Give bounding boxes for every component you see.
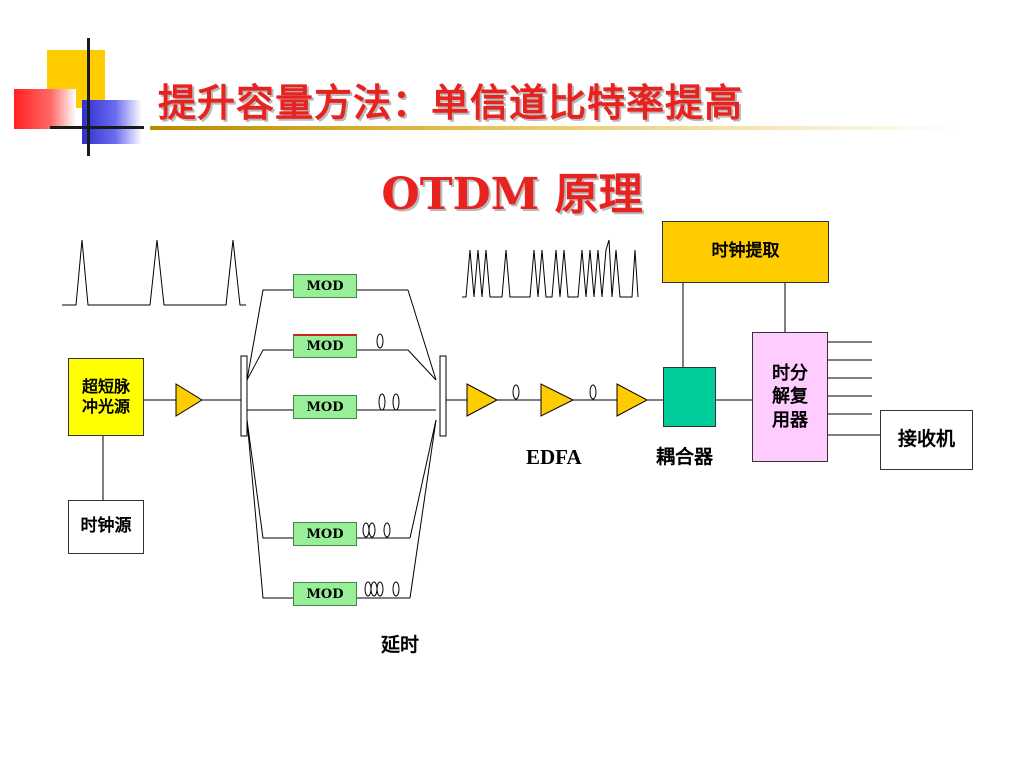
slide-subtitle: OTDM 原理 [381,169,643,220]
modulator-3: MOD [293,395,357,419]
amplifier-label: EDFA [526,445,582,469]
pulse-source-box: 超短脉 冲光源 [68,358,144,436]
input-pulse-waveform [62,239,246,306]
slide-title: 提升容量方法：单信道比特率提高 [158,80,744,125]
clock-source-box: 时钟源 [68,500,144,554]
clock-extraction-box: 时钟提取 [662,221,829,283]
splitter-bar [240,355,248,437]
fiber-coil-2 [589,384,597,400]
pulse-source-label: 超短脉 冲光源 [81,377,130,416]
delay-coil-3 [378,393,400,411]
amplifier-triangle-4 [616,383,649,417]
modulator-5: MOD [293,582,357,606]
modulator-1: MOD [293,274,357,298]
decor-horizontal-line [50,126,144,129]
title-underline [150,126,960,130]
decor-blue-bar [82,100,142,144]
multiplexed-pulse-waveform [462,239,639,298]
clock-extraction-label: 时钟提取 [711,241,780,262]
modulator-4: MOD [293,522,357,546]
clock-source-label: 时钟源 [80,516,132,537]
delay-label: 延时 [381,634,420,656]
amplifier-triangle-3 [540,383,575,417]
amplifier-triangle-1 [175,383,203,417]
fiber-coil-1 [512,384,520,400]
delay-coil-2 [376,333,384,349]
decor-vertical-line [87,38,90,156]
demux-label: 时分 解复 用器 [772,362,808,431]
coupler-label: 耦合器 [656,446,714,468]
receiver-label: 接收机 [897,428,955,451]
delay-coil-4 [362,522,391,538]
coupler-box [663,367,716,427]
decor-red-bar [14,89,76,129]
delay-coil-5 [364,581,400,597]
modulator-2: MOD [293,334,357,358]
amplifier-triangle-2 [466,383,499,417]
demux-box: 时分 解复 用器 [752,332,828,462]
receiver-box: 接收机 [880,410,973,470]
combiner-bar [439,355,447,437]
